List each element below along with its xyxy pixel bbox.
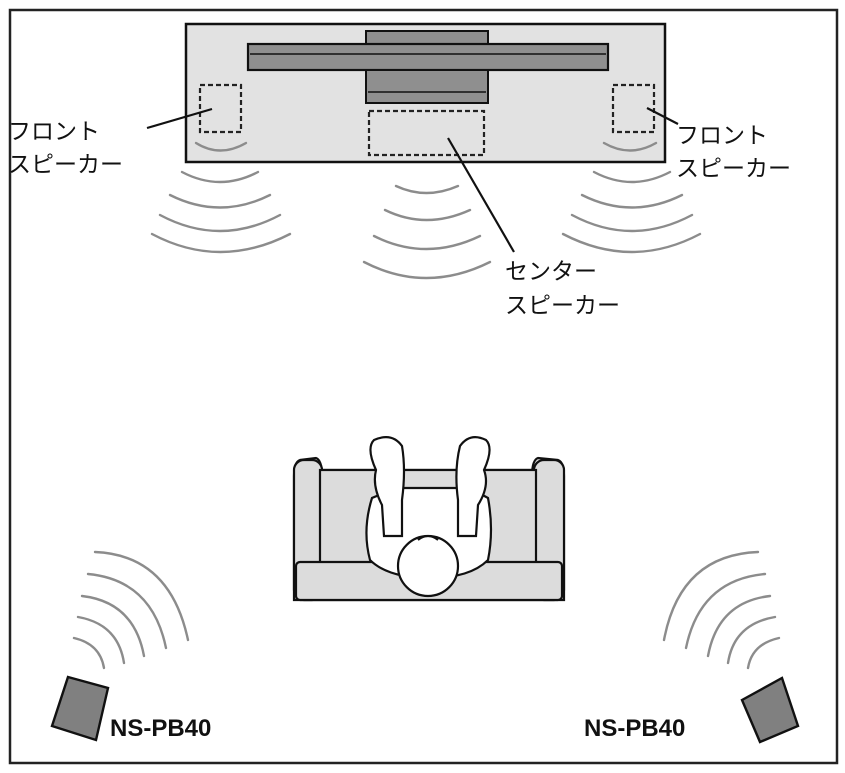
front-left-sound-waves xyxy=(150,170,292,254)
surround-left-sound-waves xyxy=(72,550,190,670)
front-right-speaker-icon xyxy=(611,83,656,134)
center-speaker-icon xyxy=(367,109,486,157)
front-left-leader-line xyxy=(146,107,213,130)
listener-icon xyxy=(365,435,493,598)
front-left-label: フロント スピーカー xyxy=(8,119,123,178)
front-right-label: フロント スピーカー xyxy=(676,123,791,182)
front-right-sound-waves xyxy=(561,170,702,254)
tv-icon xyxy=(246,30,610,104)
tv-cabinet xyxy=(184,22,667,164)
front-left-wave-inner xyxy=(194,141,248,152)
surround-right-sound-waves xyxy=(662,550,781,670)
front-right-wave-inner xyxy=(602,141,658,152)
center-label: センター スピーカー xyxy=(505,259,620,319)
surround-right-label: NS-PB40 xyxy=(584,715,685,742)
front-left-speaker-icon xyxy=(198,83,243,134)
surround-right-speaker-icon xyxy=(740,676,800,744)
surround-left-label: NS-PB40 xyxy=(110,715,211,742)
center-sound-waves xyxy=(362,184,492,280)
surround-left-speaker-icon xyxy=(50,675,110,742)
front-right-leader-line xyxy=(646,107,679,125)
center-leader-line xyxy=(447,137,515,253)
